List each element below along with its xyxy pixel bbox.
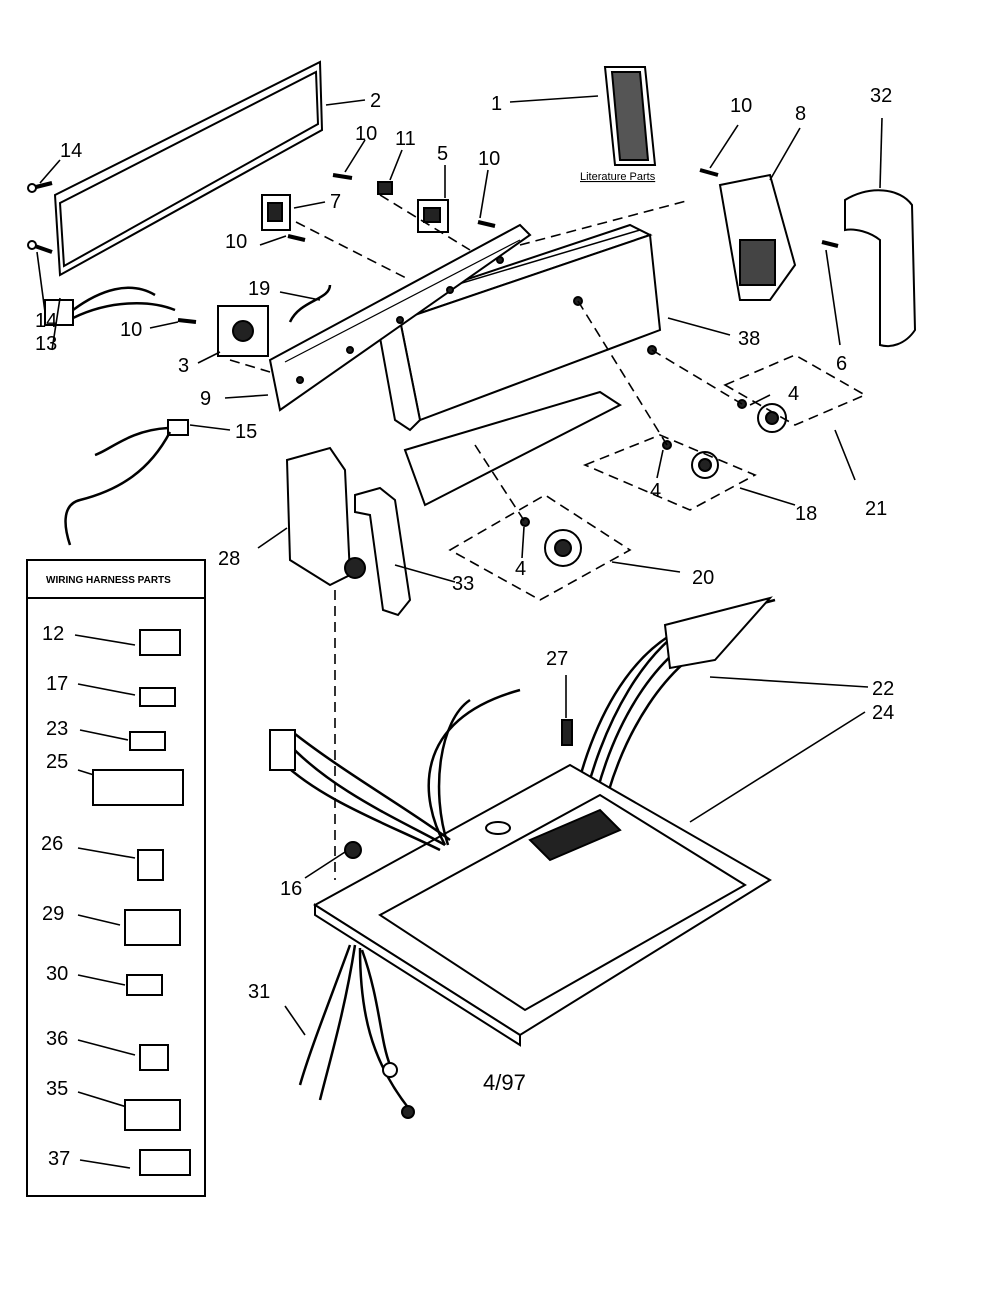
callout-28: 28: [218, 548, 240, 570]
knob-group-box-18: [582, 434, 757, 511]
callout-14-upper: 14: [60, 140, 82, 162]
callout-22: 22: [872, 678, 894, 700]
main-wiring-bundle: [269, 688, 521, 852]
callout-19: 19: [248, 278, 270, 300]
callout-10-b: 10: [478, 148, 500, 170]
callout-24: 24: [872, 702, 894, 724]
harness-part-36-label: 36: [46, 1028, 68, 1050]
callout-2: 2: [370, 90, 381, 112]
callout-labels: 1 2 14 10 11 5 10 7 10 19 14 13 10 3 9 1…: [35, 85, 894, 1095]
callout-7: 7: [330, 191, 341, 213]
callout-32: 32: [870, 85, 892, 107]
console-lower-trim: [403, 390, 622, 507]
knob-group-box-21: [723, 354, 867, 426]
screw-part-14-lower: [27, 240, 53, 254]
literature-parts-label: Literature Parts: [580, 171, 656, 183]
callout-38: 38: [738, 328, 760, 350]
callout-21: 21: [865, 498, 887, 520]
top-cover-part-24: [313, 763, 772, 1047]
callout-13: 13: [35, 333, 57, 355]
knob-part-18: [691, 451, 719, 479]
callout-33: 33: [452, 573, 474, 595]
console-bracket-part-28: [285, 446, 366, 587]
callout-15: 15: [235, 421, 257, 443]
callout-14-lower: 14: [35, 310, 57, 332]
harness-part-30-label: 30: [46, 963, 68, 985]
end-cap-part-32: [844, 189, 917, 348]
literature-parts: [603, 66, 657, 166]
timer-part-3: [217, 305, 269, 357]
harness-part-31: [298, 944, 415, 1119]
harness-part-26-label: 26: [41, 833, 63, 855]
harness-part-12-label: 12: [42, 623, 64, 645]
harness-part-35-label: 35: [46, 1078, 68, 1100]
end-cap-part-8: [718, 173, 797, 301]
callout-10-e: 10: [730, 95, 752, 117]
screw-part-10-d: [177, 318, 197, 324]
nut-part-16: [344, 841, 362, 859]
leader-lines: [36, 95, 883, 1036]
wiring-harness-parts-box: WIRING HARNESS PARTS 12 17 23 25 26 29 3…: [26, 559, 206, 1197]
harness-part-17-label: 17: [46, 673, 68, 695]
callout-10-a: 10: [355, 123, 377, 145]
callout-1: 1: [491, 93, 502, 115]
callout-16: 16: [280, 878, 302, 900]
screw-part-10-c: [287, 234, 306, 242]
switch-part-5: [417, 199, 449, 233]
harness-part-23-label: 23: [46, 718, 68, 740]
bolt-part-27: [561, 719, 573, 746]
screw-part-14-upper: [27, 181, 53, 193]
callout-9: 9: [200, 388, 211, 410]
screw-part-10-e: [699, 168, 719, 177]
harness-part-25-label: 25: [46, 751, 68, 773]
callout-27: 27: [546, 648, 568, 670]
screw-part-10-b: [477, 220, 496, 228]
callout-3: 3: [178, 355, 189, 377]
clip-part-4-c: [520, 517, 530, 527]
knob-part-20: [544, 529, 582, 567]
callout-4-b: 4: [650, 480, 661, 502]
knob-part-21: [757, 403, 787, 433]
switch-part-7: [261, 194, 291, 231]
callout-10-c: 10: [225, 231, 247, 253]
callout-18: 18: [795, 503, 817, 525]
wire-part-19: [288, 284, 332, 323]
switch-bracket-part: [268, 223, 532, 412]
screw-part-10-a: [332, 173, 353, 180]
harness-part-15: [64, 419, 189, 546]
harness-part-29-label: 29: [42, 903, 64, 925]
callout-11: 11: [395, 128, 416, 150]
callout-4-c: 4: [515, 558, 526, 580]
rear-panel-part: [53, 60, 324, 277]
console-bracket-part-33: [354, 486, 412, 617]
callout-8: 8: [795, 103, 806, 125]
callout-5: 5: [437, 143, 448, 165]
harness-box-title: WIRING HARNESS PARTS: [46, 575, 171, 586]
clip-part-11: [377, 181, 393, 195]
callout-4-a: 4: [788, 383, 799, 405]
knob-group-box-20: [448, 494, 632, 601]
harness-part-13: [44, 286, 176, 326]
callout-20: 20: [692, 567, 714, 589]
callout-6: 6: [836, 353, 847, 375]
date-code: 4/97: [483, 1070, 526, 1095]
harness-part-37-label: 37: [48, 1148, 70, 1170]
callout-10-d: 10: [120, 319, 142, 341]
screw-part-6: [821, 240, 839, 248]
callout-31: 31: [248, 981, 270, 1003]
